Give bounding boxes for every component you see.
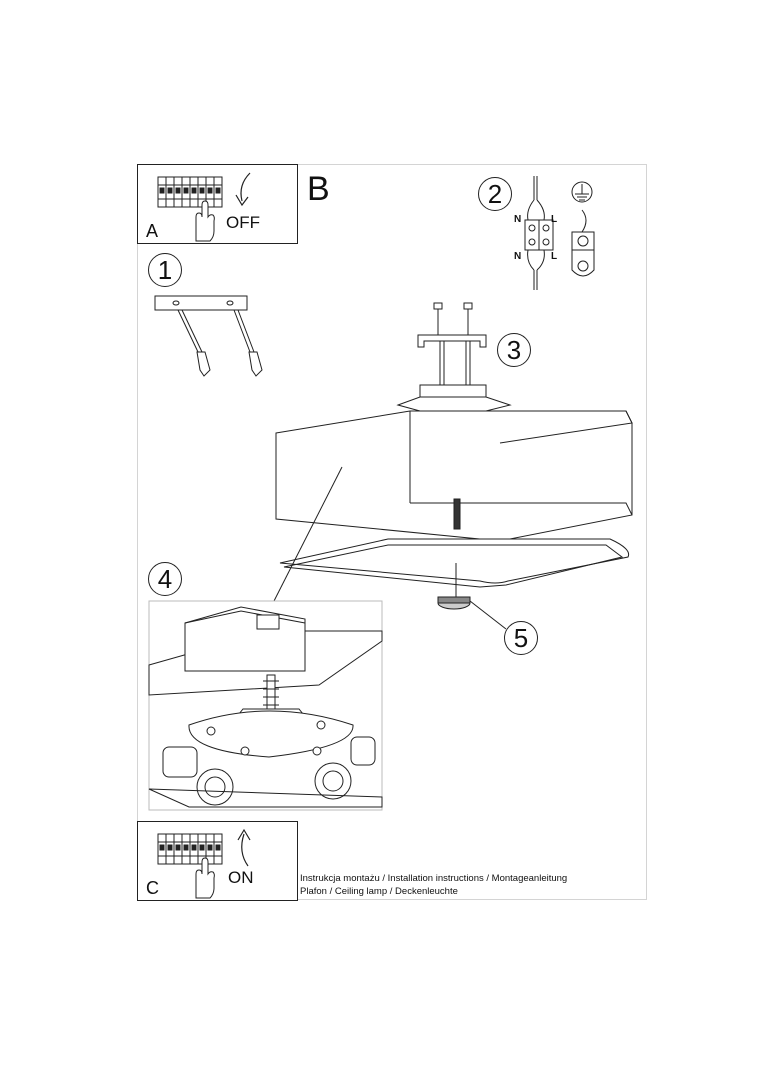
step-2-wiring-drawing [524, 176, 595, 290]
wall-plug-icon [196, 351, 263, 377]
hand-icon [195, 200, 215, 242]
caption-instructions: Instrukcja montażu / Installation instru… [300, 873, 568, 884]
step-1-mounting-drawing [154, 295, 263, 377]
on-label: ON [228, 868, 254, 887]
step-4: 4 [148, 562, 182, 596]
ground-symbol-icon [571, 181, 593, 203]
hand-icon [195, 857, 215, 899]
step-4-detail-drawing [148, 600, 383, 811]
off-arrow-icon [240, 172, 251, 202]
caption-product: Plafon / Ceiling lamp / Deckenleuchte [300, 886, 458, 897]
step-2: 2 [478, 177, 512, 211]
circuit-breaker-icon [157, 172, 251, 242]
panel-c-letter: C [146, 878, 159, 898]
step-5: 5 [504, 621, 538, 655]
screw-icon [177, 309, 255, 353]
ground-terminal-icon [571, 231, 595, 277]
section-letter: B [307, 170, 330, 208]
step-1: 1 [148, 253, 182, 287]
panel-a-switch-off: A OFF [137, 164, 298, 244]
ceiling-lamp-drawing [273, 302, 633, 630]
wire-label-live-bottom: L [551, 251, 558, 262]
on-arrow-icon [241, 833, 249, 867]
wire-label-neutral-top: N [514, 214, 522, 225]
off-label: OFF [226, 213, 260, 232]
screw-icon [433, 302, 473, 335]
circuit-breaker-icon [157, 828, 251, 899]
panel-a-letter: A [146, 221, 159, 241]
panel-c-switch-on: C ON [137, 821, 298, 901]
wire-label-live-top: L [551, 214, 558, 225]
instruction-sheet [137, 164, 647, 900]
wire-label-neutral-bottom: N [514, 251, 522, 262]
step-3: 3 [497, 333, 531, 367]
